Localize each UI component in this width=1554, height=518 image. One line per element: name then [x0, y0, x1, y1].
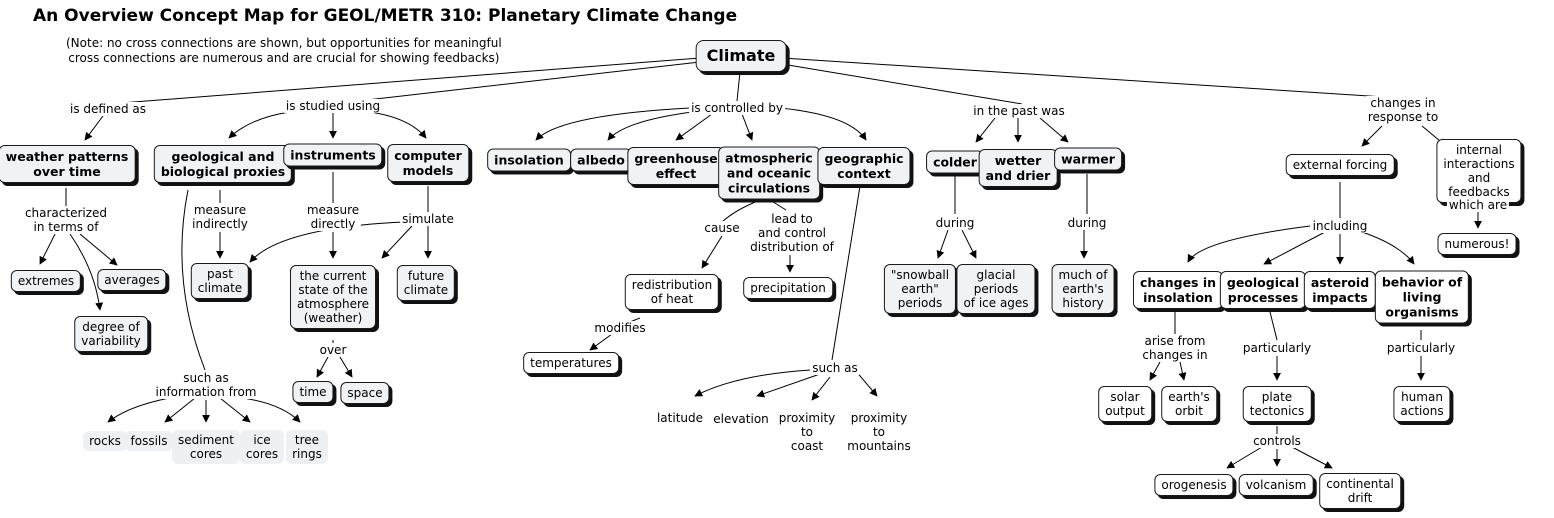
link-is-controlled-by: is controlled by: [689, 101, 785, 115]
map-note: (Note: no cross connections are shown, b…: [66, 36, 502, 65]
concept-precipitation[interactable]: precipitation: [743, 277, 833, 299]
concept-human-actions[interactable]: human actions: [1393, 386, 1451, 422]
link-in-the-past-was: in the past was: [971, 104, 1067, 118]
concept-volcanism[interactable]: volcanism: [1238, 474, 1314, 496]
concept-proximity-to-coast[interactable]: proximity to coast: [778, 411, 836, 453]
link-characterized: characterized in terms of: [22, 206, 110, 234]
concept-numerous[interactable]: numerous!: [1437, 233, 1517, 255]
concept-weather-patterns[interactable]: weather patterns over time: [0, 145, 136, 183]
concept-proximity-to-mountains[interactable]: proximity to mountains: [847, 411, 911, 453]
link-including: including: [1310, 219, 1370, 233]
concept-solar-output[interactable]: solar output: [1098, 386, 1152, 422]
concept-elevation[interactable]: elevation: [713, 412, 769, 426]
concept-greenhouse-effect[interactable]: greenhouse effect: [627, 147, 725, 185]
link-cause: cause: [702, 221, 742, 235]
concept-earths-orbit[interactable]: earth's orbit: [1161, 386, 1217, 422]
concept-snowball-earth[interactable]: "snowball earth" periods: [883, 264, 957, 314]
concept-albedo[interactable]: albedo: [570, 148, 632, 172]
link-arise-from-changes-in: arise from changes in: [1140, 334, 1210, 362]
concept-wetter-and-drier[interactable]: wetter and drier: [978, 149, 1058, 187]
concept-continental-drift[interactable]: continental drift: [1319, 473, 1401, 509]
concept-internal-interactions[interactable]: internal interactions and feedbacks: [1436, 139, 1522, 203]
concept-averages[interactable]: averages: [97, 269, 167, 291]
concept-asteroid-impacts[interactable]: asteroid impacts: [1303, 271, 1377, 309]
concept-behavior-of-living-organisms[interactable]: behavior of living organisms: [1374, 270, 1470, 324]
concept-glacial-periods[interactable]: glacial periods of ice ages: [956, 264, 1036, 314]
concept-colder[interactable]: colder: [926, 150, 984, 174]
concept-climate[interactable]: Climate: [695, 40, 787, 72]
link-simulate: simulate: [400, 212, 456, 226]
concept-tree-rings[interactable]: tree rings: [286, 430, 328, 464]
link-such-as: such as: [810, 361, 860, 375]
concept-degree-of-variability[interactable]: degree of variability: [74, 316, 148, 352]
concept-warmer[interactable]: warmer: [1054, 147, 1122, 171]
concept-plate-tectonics[interactable]: plate tectonics: [1242, 386, 1312, 422]
concept-temperatures[interactable]: temperatures: [523, 352, 619, 374]
concept-current-state[interactable]: the current state of the atmosphere (wea…: [290, 265, 376, 329]
concept-instruments[interactable]: instruments: [283, 143, 383, 167]
concept-fossils[interactable]: fossils: [124, 431, 174, 451]
concept-future-climate[interactable]: future climate: [396, 265, 456, 301]
concept-computer-models[interactable]: computer models: [387, 144, 469, 182]
link-such-as-information-from: such as information from: [153, 371, 259, 399]
concept-past-climate[interactable]: past climate: [190, 263, 250, 299]
link-particularly-organisms: particularly: [1384, 341, 1458, 355]
concept-geological-proxies[interactable]: geological and biological proxies: [153, 145, 293, 183]
concept-extremes[interactable]: extremes: [10, 270, 82, 292]
link-which-are: which are: [1446, 198, 1510, 212]
concept-time[interactable]: time: [292, 381, 334, 403]
concept-orogenesis[interactable]: orogenesis: [1154, 474, 1234, 496]
concept-rocks[interactable]: rocks: [83, 431, 127, 451]
concept-geological-processes[interactable]: geological processes: [1219, 271, 1307, 309]
concept-ice-cores[interactable]: ice cores: [239, 430, 285, 464]
link-over: over: [317, 343, 349, 357]
concept-changes-in-insolation[interactable]: changes in insolation: [1132, 271, 1224, 309]
link-lead-to-control: lead to and control distribution of: [748, 212, 836, 254]
concept-external-forcing[interactable]: external forcing: [1285, 154, 1395, 176]
link-modifies: modifies: [592, 321, 648, 335]
concept-sediment-cores[interactable]: sediment cores: [172, 430, 240, 464]
link-during-colder: during: [933, 216, 977, 230]
link-measure-indirectly: measure indirectly: [190, 203, 250, 231]
concept-latitude[interactable]: latitude: [656, 411, 704, 425]
link-is-defined-as: is defined as: [68, 102, 148, 116]
map-title: An Overview Concept Map for GEOL/METR 31…: [33, 6, 738, 26]
link-changes-in-response-to: changes in response to: [1365, 96, 1441, 124]
link-measure-directly: measure directly: [304, 203, 362, 231]
link-controls: controls: [1251, 434, 1303, 448]
concept-space[interactable]: space: [340, 382, 390, 404]
link-during-warmer: during: [1065, 216, 1109, 230]
concept-atm-ocean-circulations[interactable]: atmospheric and oceanic circulations: [718, 146, 820, 200]
link-particularly-geological: particularly: [1240, 341, 1314, 355]
concept-insolation[interactable]: insolation: [487, 148, 571, 172]
link-is-studied-using: is studied using: [283, 99, 383, 113]
concept-much-of-earths-history[interactable]: much of earth's history: [1051, 264, 1115, 314]
concept-redistribution-of-heat[interactable]: redistribution of heat: [624, 274, 720, 310]
concept-geographic-context[interactable]: geographic context: [817, 147, 911, 185]
